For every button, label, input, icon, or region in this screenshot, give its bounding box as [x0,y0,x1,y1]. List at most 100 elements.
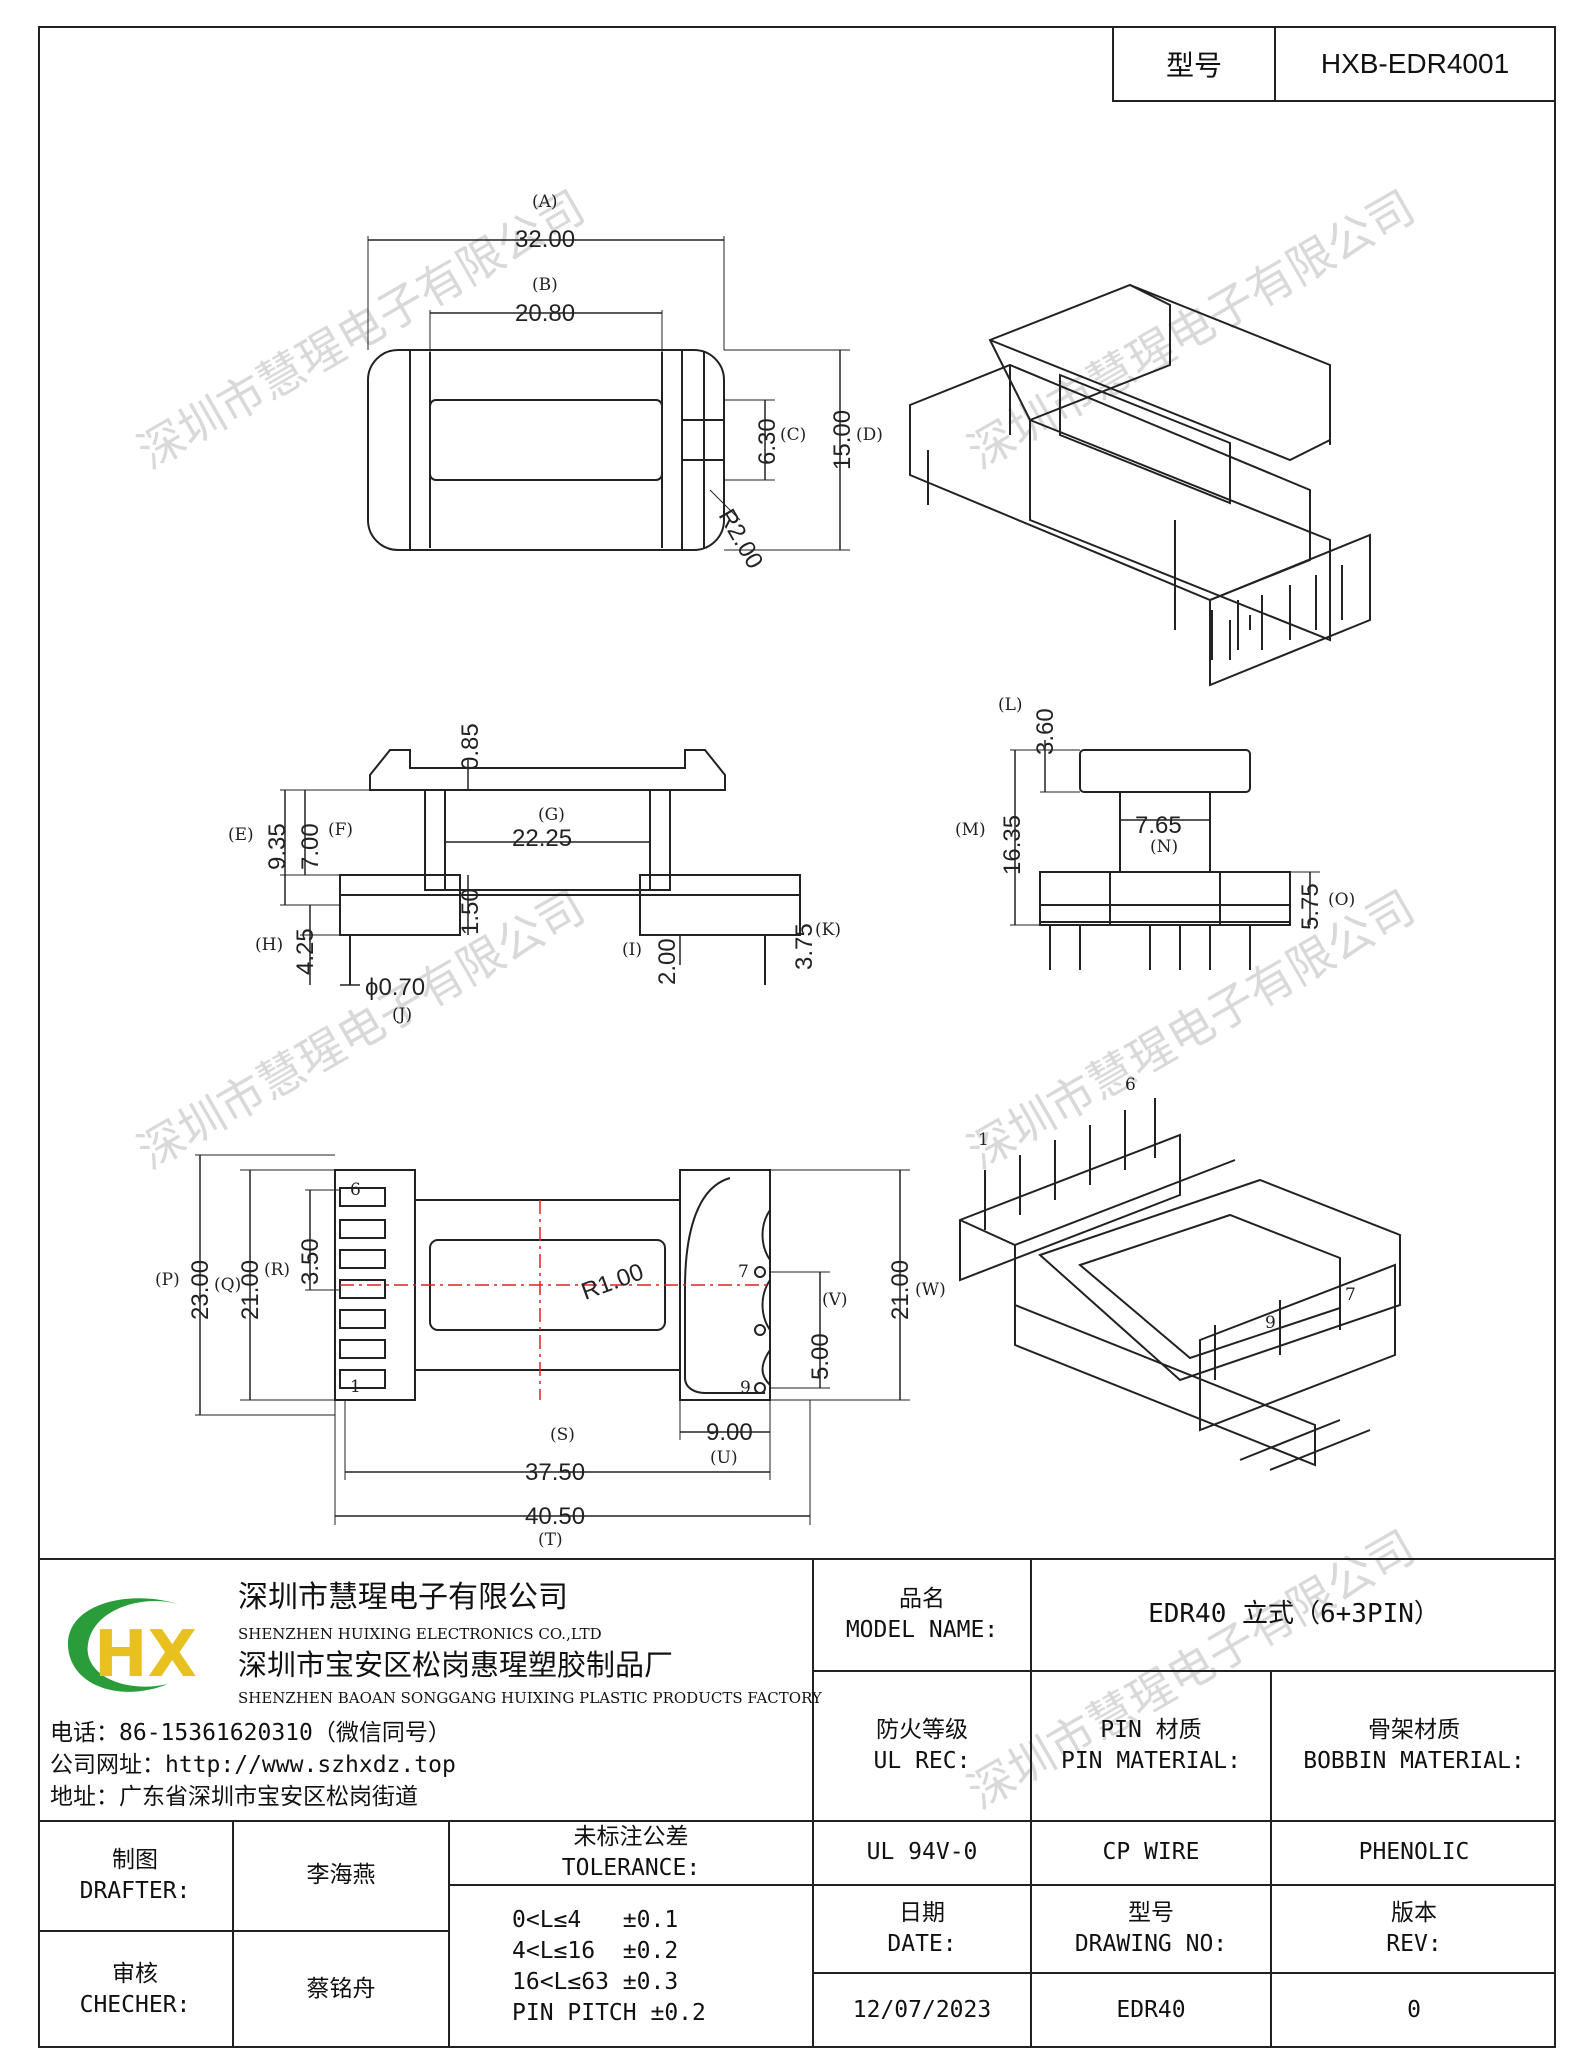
label-I: (I) [622,940,642,960]
dim-E: 9.35 [264,823,291,870]
label-H: (H) [255,935,283,955]
label-M: (M) [955,820,986,840]
pin-1: 1 [350,1377,361,1397]
dim-I: 2.00 [654,938,681,985]
dim-C: 6.30 [754,418,781,465]
label-D: (D) [856,425,883,445]
model-name-label: 品名 MODEL NAME: [845,1585,999,1643]
dim-S: 37.50 [525,1459,585,1486]
dim-U: 9.00 [706,1419,753,1446]
top-view [367,236,850,551]
iso-pin-7: 7 [1345,1285,1356,1305]
bobbin-material-label: 骨架材质 BOBBIN MATERIAL: [1303,1716,1525,1774]
model-number-box: 型号 HXB-EDR4001 [1112,26,1556,102]
isometric-view-bottom [959,1098,1401,1471]
model-name-value: EDR40 立式（6+3PIN） [1148,1599,1440,1630]
rev-value: 0 [1407,1997,1421,2024]
pin-numbers: 6 1 7 9 1 6 7 9 [350,1075,1356,1398]
label-Q: (Q) [214,1275,241,1295]
isometric-view-top [909,283,1371,687]
dim-T: 40.50 [525,1503,585,1530]
label-A: (A) [532,192,558,212]
label-F: (F) [328,820,353,840]
company-website: 公司网址：http://www.szhxdz.top [50,1752,456,1778]
dim-P: 23.00 [187,1260,214,1320]
label-N: (N) [1150,837,1178,857]
logo-text: HX [94,1618,197,1692]
logo-swoosh [68,1598,178,1692]
drafter-name: 李海燕 [306,1862,376,1889]
drawing-no-value: EDR40 [1116,1997,1186,2024]
ul-rating-value: UL 94V-0 [866,1839,978,1866]
checker-label: 审核 CHECHER: [79,1960,191,2018]
dim-H: 4.25 [292,928,319,975]
dim-L: 3.60 [1032,708,1059,755]
label-J: (J) [392,1005,412,1025]
pin-6: 6 [350,1180,361,1200]
dim-K: 3.75 [791,923,818,970]
side-view [1010,740,1320,970]
label-C: (C) [780,425,806,445]
date-value: 12/07/2023 [852,1997,992,2024]
drawing-frame [38,26,1556,2048]
label-P: (P) [155,1270,180,1290]
drawing-no-label: 型号 DRAWING NO: [1074,1899,1228,1957]
bottom-view [195,1154,910,1525]
company-name-cn: 深圳市慧瑆电子有限公司 [238,1580,568,1615]
factory-name-en: SHENZHEN BAOAN SONGGANG HUIXING PLASTIC … [238,1689,822,1707]
pin-material-label: PIN 材质 PIN MATERIAL: [1060,1716,1241,1774]
title-block: HX 深圳市慧瑆电子有限公司 SHENZHEN HUIXING ELECTRON… [38,1558,1556,2048]
model-value: HXB-EDR4001 [1320,48,1510,79]
pin-7: 7 [738,1262,749,1282]
checker-name: 蔡铭舟 [306,1976,376,2003]
dim-A: 32.00 [515,226,575,253]
watermark: 深圳市慧瑆电子有限公司 [129,880,594,1180]
label-K: (K) [815,920,841,940]
drafter-label: 制图 DRAFTER: [79,1846,191,1904]
dim-Q: 21.00 [237,1260,264,1320]
pin-9: 9 [740,1378,751,1398]
iso-pin-6: 6 [1125,1075,1136,1095]
label-B: (B) [532,275,558,295]
dim-0-85: 0.85 [457,723,484,770]
watermark: 深圳市慧瑆电子有限公司 [959,180,1424,480]
dim-W: 21.00 [887,1260,914,1320]
dim-O: 5.75 [1297,883,1324,930]
watermark: 深圳市慧瑆电子有限公司 [129,180,594,480]
label-V: (V) [822,1290,848,1310]
company-logo: HX [68,1598,197,1692]
dim-G: 22.25 [512,825,572,852]
front-view [280,749,801,986]
dim-D: 15.00 [829,410,856,470]
label-S: (S) [550,1425,575,1445]
dim-1-50: 1.50 [457,888,484,935]
date-label: 日期 DATE: [887,1899,957,1957]
company-name-en: SHENZHEN HUIXING ELECTRONICS CO.,LTD [238,1625,602,1643]
label-R: (R) [264,1260,290,1280]
label-U: (U) [710,1448,738,1468]
dim-R2: R2.00 [713,505,768,574]
dim-N: 7.65 [1135,812,1182,839]
label-O: (O) [1328,890,1355,910]
iso-pin-1: 1 [978,1130,989,1150]
dim-J: ϕ0.70 [365,974,425,1001]
company-address: 地址：广东省深圳市宝安区松岗街道 [50,1784,418,1810]
factory-name-cn: 深圳市宝安区松岗惠瑆塑胶制品厂 [238,1648,674,1682]
bobbin-material-value: PHENOLIC [1358,1839,1470,1866]
label-T: (T) [538,1530,563,1550]
iso-pin-9: 9 [1265,1313,1276,1333]
tolerance-label: 未标注公差 TOLERANCE: [561,1823,701,1881]
label-L: (L) [998,695,1023,715]
dim-B: 20.80 [515,300,575,327]
model-label: 型号 [1114,28,1276,100]
label-G: (G) [538,805,565,825]
dim-M: 16.35 [999,815,1026,875]
dim-F: 7.00 [297,823,324,870]
rev-label: 版本 REV: [1386,1899,1442,1957]
label-W: (W) [915,1280,946,1300]
tolerance-table: 0<L≤4 ±0.1 4<L≤16 ±0.2 16<L≤63 ±0.3 PIN … [512,1906,706,2027]
company-phone: 电话：86-15361620310（微信同号） [50,1720,451,1746]
dim-R1: R1.00 [578,1258,647,1305]
dim-R: 3.50 [297,1238,324,1285]
